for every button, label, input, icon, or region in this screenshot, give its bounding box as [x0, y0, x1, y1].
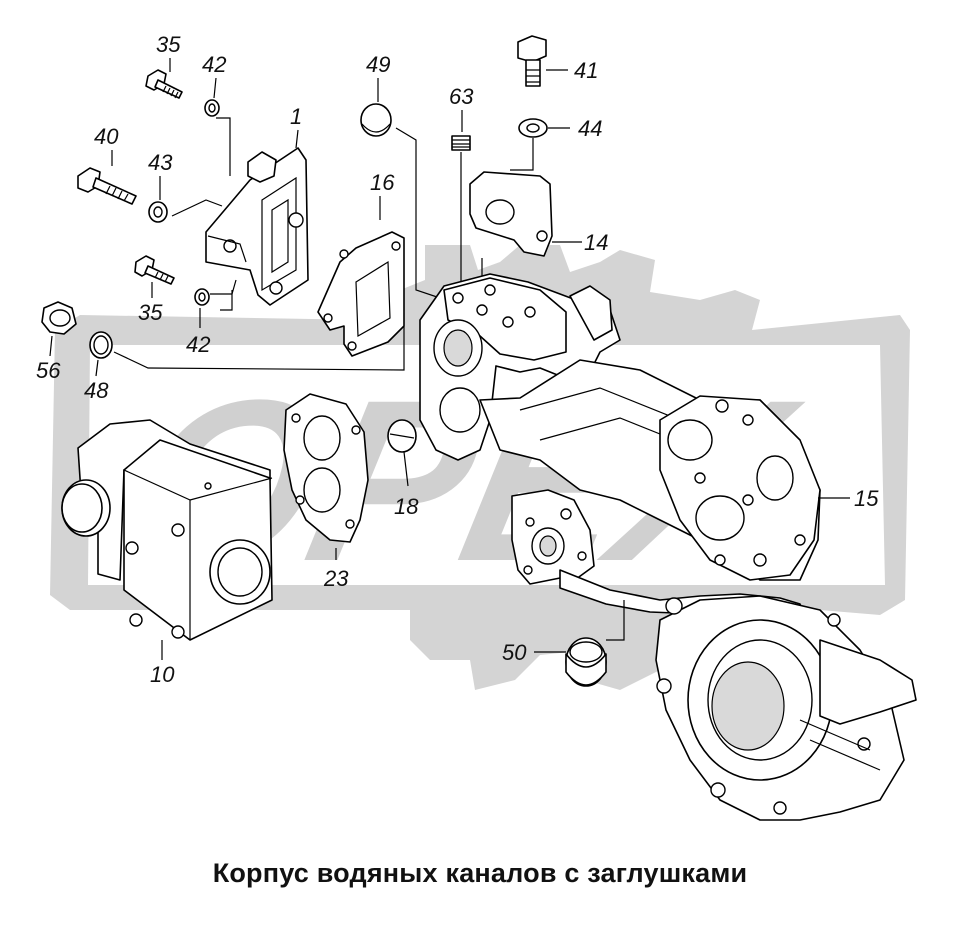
part-1-cover: [205, 147, 309, 306]
part-48-ring: [89, 331, 113, 359]
part-14-bracket: [469, 171, 553, 257]
part-44-washer: [518, 118, 548, 138]
part-49-plug: [360, 103, 392, 137]
part-56-plug: [41, 301, 77, 335]
callout-10: 10: [150, 662, 175, 687]
callout-35-lower: 35: [138, 300, 163, 325]
callout-48: 48: [84, 378, 109, 403]
part-16-gasket: [317, 231, 405, 357]
callout-63: 63: [449, 84, 474, 109]
callout-1: 1: [290, 104, 302, 129]
part-42-washer-lower: [194, 288, 210, 306]
callout-42-top: 42: [202, 52, 226, 77]
callout-43: 43: [148, 150, 173, 175]
part-41-bolt: [517, 35, 547, 87]
callout-50: 50: [502, 640, 527, 665]
diagram-caption: Корпус водяных каналов с заглушками: [212, 858, 748, 888]
part-40-bolt: [77, 167, 137, 205]
callout-35-top: 35: [156, 32, 181, 57]
callout-42-lower: 42: [186, 332, 210, 357]
callout-23: 23: [323, 566, 349, 591]
part-42-washer-top: [204, 99, 220, 117]
part-10-thermostat-box: [61, 419, 273, 641]
callout-18: 18: [394, 494, 419, 519]
callout-41: 41: [574, 58, 598, 83]
part-23-gasket: [283, 393, 369, 543]
callout-15: 15: [854, 486, 879, 511]
callout-44: 44: [578, 116, 602, 141]
part-43-washer: [148, 201, 168, 223]
part-18-plug: [387, 419, 417, 453]
callout-16: 16: [370, 170, 395, 195]
part-50-sleeve: [565, 637, 607, 687]
callout-labels: 35 42 1 49 63 41 44 40 43 16 14 35 42 56…: [36, 32, 879, 687]
part-35-bolt-top: [145, 69, 183, 99]
part-35-bolt-lower: [134, 255, 175, 285]
callout-49: 49: [366, 52, 390, 77]
callout-14: 14: [584, 230, 608, 255]
callout-56: 56: [36, 358, 61, 383]
callout-40: 40: [94, 124, 119, 149]
part-63-plug: [451, 135, 471, 151]
part-15-housing: [419, 273, 917, 821]
